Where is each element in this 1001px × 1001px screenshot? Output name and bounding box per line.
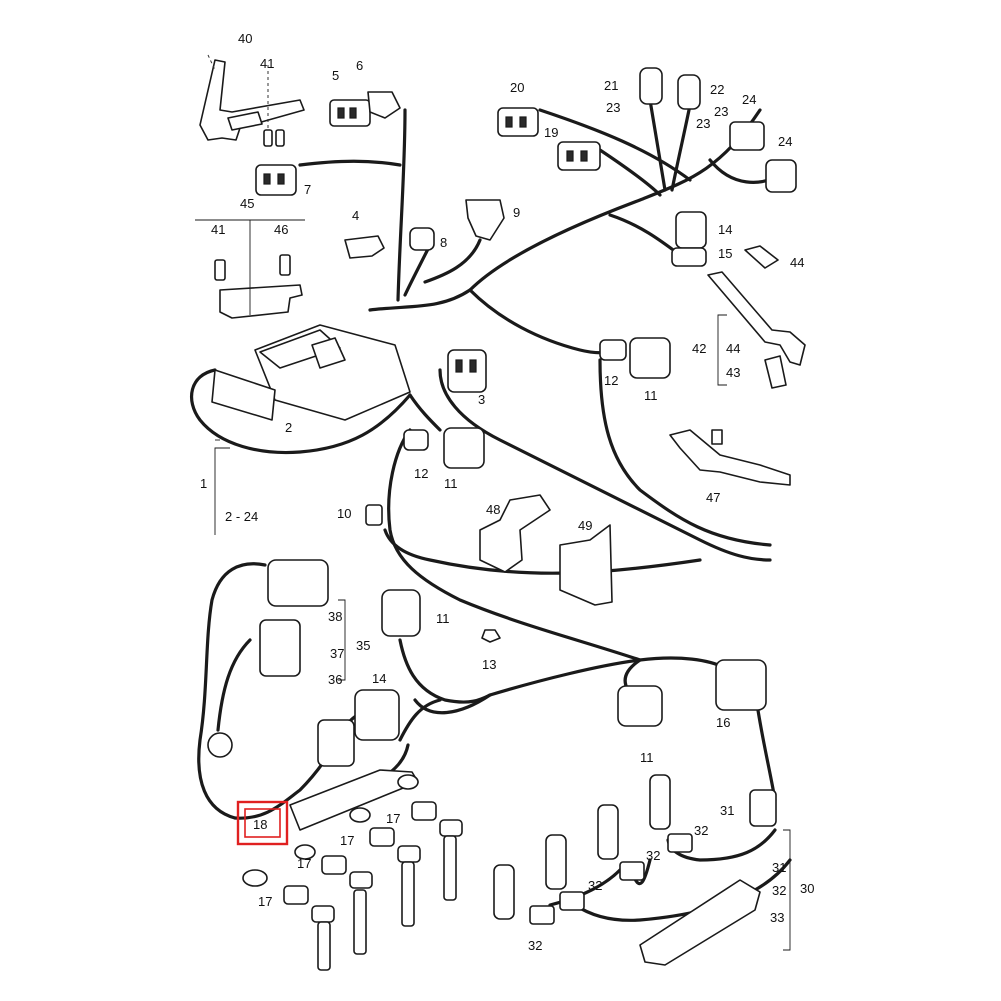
part-label: 8: [440, 235, 447, 250]
part-label: 1: [200, 476, 207, 491]
connectors-32: [529, 833, 693, 925]
part-label: 32: [646, 848, 660, 863]
highlight-box-inner: [244, 808, 281, 838]
part-label: 3: [478, 392, 485, 407]
part-label: 20: [510, 80, 524, 95]
part-label: 30: [800, 881, 814, 896]
part-label: 44: [790, 255, 804, 270]
part-label: 17: [297, 856, 311, 871]
part-label: 32: [694, 823, 708, 838]
part-label: 38: [328, 609, 342, 624]
part-label: 35: [356, 638, 370, 653]
part-label: 23: [714, 104, 728, 119]
part-labels: 40 41 5 6 7 45 41 46 4 8 9 20 19 21 22 2…: [200, 31, 814, 953]
part-label: 49: [578, 518, 592, 533]
injectors: [493, 774, 671, 920]
part-label: 16: [716, 715, 730, 730]
part-label: 44: [726, 341, 740, 356]
connectors-mid: [365, 337, 671, 643]
rail-33: [639, 879, 761, 966]
part-label: 11: [436, 611, 450, 626]
part-label: 15: [718, 246, 732, 261]
part-label: 42: [692, 341, 706, 356]
part-label: 45: [240, 196, 254, 211]
leader-lines: [214, 314, 791, 951]
part-label: 32: [772, 883, 786, 898]
part-label: 17: [258, 894, 272, 909]
part-label: 5: [332, 68, 339, 83]
part-label: 19: [544, 125, 558, 140]
part-label: 21: [604, 78, 618, 93]
part-label: 37: [330, 646, 344, 661]
part-label: 32: [588, 878, 602, 893]
part-label: 41: [211, 222, 225, 237]
part-label: 14: [372, 671, 386, 686]
ignition-coils: [242, 769, 463, 971]
part-label: 14: [718, 222, 732, 237]
part-label: 41: [260, 56, 274, 71]
engine-control-unit: [211, 324, 487, 421]
highlighted-part-label: 18: [253, 817, 267, 832]
bracket-assembly-45: [195, 219, 305, 319]
part-label: 24: [742, 92, 756, 107]
part-label: 23: [696, 116, 710, 131]
part-label: 12: [604, 373, 618, 388]
part-label: 10: [337, 506, 351, 521]
highlight-box: [236, 800, 289, 846]
part-label: 36: [328, 672, 342, 687]
part-label: 40: [238, 31, 252, 46]
part-label: 7: [304, 182, 311, 197]
part-label: 46: [274, 222, 288, 237]
part-label: 6: [356, 58, 363, 73]
bracket-assembly-40: [199, 54, 305, 147]
part-label: 22: [710, 82, 724, 97]
part-label: 31: [720, 803, 734, 818]
part-label: 12: [414, 466, 428, 481]
part-label: 2 - 24: [225, 509, 258, 524]
part-label: 33: [770, 910, 784, 925]
bracket-47: [669, 429, 791, 486]
part-label: 24: [778, 134, 792, 149]
bracket-42: [707, 245, 806, 389]
part-label: 17: [386, 811, 400, 826]
part-label: 4: [352, 208, 359, 223]
part-label: 13: [482, 657, 496, 672]
part-label: 32: [528, 938, 542, 953]
part-label: 47: [706, 490, 720, 505]
part-label: 2: [285, 420, 292, 435]
part-label: 11: [640, 750, 654, 765]
part-label: 48: [486, 502, 500, 517]
part-label: 31: [772, 860, 786, 875]
part-label: 11: [644, 388, 658, 403]
part-label: 17: [340, 833, 354, 848]
part-label: 11: [444, 476, 458, 491]
part-label: 43: [726, 365, 740, 380]
connectors-left-loop: [207, 559, 400, 767]
part-label: 9: [513, 205, 520, 220]
connectors-top: [255, 67, 797, 267]
connectors-bottom-right: [617, 659, 777, 827]
part-label: 23: [606, 100, 620, 115]
